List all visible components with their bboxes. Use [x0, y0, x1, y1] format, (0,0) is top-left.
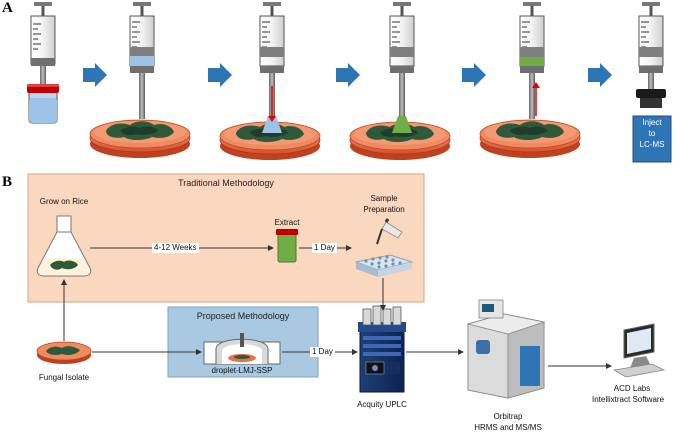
- sample-prep-rack-icon: [354, 218, 414, 277]
- intellixtract-label: Intellixtract Software: [591, 395, 665, 404]
- droplet-lmj-ssp-label: droplet-LMJ-SSP: [211, 366, 273, 375]
- arrow-right-icon: [336, 63, 360, 87]
- sample-label: Sample: [370, 194, 398, 203]
- acquity-uplc-icon: [358, 305, 406, 393]
- syringe-dish-step2: [89, 2, 191, 159]
- panel-a-label: A: [2, 0, 13, 16]
- weeks-label: 4-12 Weeks: [152, 243, 199, 253]
- arrow-right-icon: [208, 63, 232, 87]
- one-day-label-1: 1 Day: [312, 243, 337, 253]
- syringe-dish-step3: [219, 2, 321, 161]
- fungal-isolate-dish-icon: [36, 341, 92, 364]
- computer-icon: [612, 323, 666, 378]
- acquity-uplc-label: Acquity UPLC: [357, 400, 407, 409]
- syringe-dish-step5: [479, 2, 581, 159]
- proposed-title: Proposed Methodology: [196, 311, 290, 321]
- inject-label-line3: LC-MS: [639, 140, 665, 149]
- one-day-label-2: 1 Day: [310, 347, 335, 357]
- orbitrap-icon: [466, 299, 546, 399]
- syringe-dish-step4: [349, 2, 451, 161]
- flask-icon: [36, 215, 92, 277]
- panel-b-label: B: [2, 174, 13, 190]
- syringe-vial-icon: [27, 2, 59, 124]
- panel-b: [27, 173, 666, 399]
- grow-on-rice-label: Grow on Rice: [39, 197, 89, 206]
- panel-a: [27, 2, 672, 163]
- extract-tube-icon: [276, 229, 298, 263]
- inject-label-line1: Inject: [642, 118, 662, 127]
- hrms-label: HRMS and MS/MS: [474, 423, 542, 432]
- droplet-lmj-ssp-icon: [203, 333, 281, 365]
- arrow-right-icon: [462, 63, 486, 87]
- fungal-isolate-label: Fungal Isolate: [38, 373, 90, 382]
- inject-label-line2: to: [648, 129, 656, 138]
- arrow-right-icon: [83, 63, 107, 87]
- syringe-inject-icon: [632, 2, 672, 163]
- acd-labs-label: ACD Labs: [613, 384, 651, 393]
- traditional-methodology-box: [27, 173, 425, 303]
- workflow-arrows: [61, 245, 612, 369]
- extract-label: Extract: [274, 218, 300, 227]
- orbitrap-label: Orbitrap: [493, 412, 523, 421]
- traditional-title: Traditional Methodology: [178, 178, 274, 188]
- arrow-right-icon: [588, 63, 612, 87]
- preparation-label: Preparation: [363, 205, 405, 214]
